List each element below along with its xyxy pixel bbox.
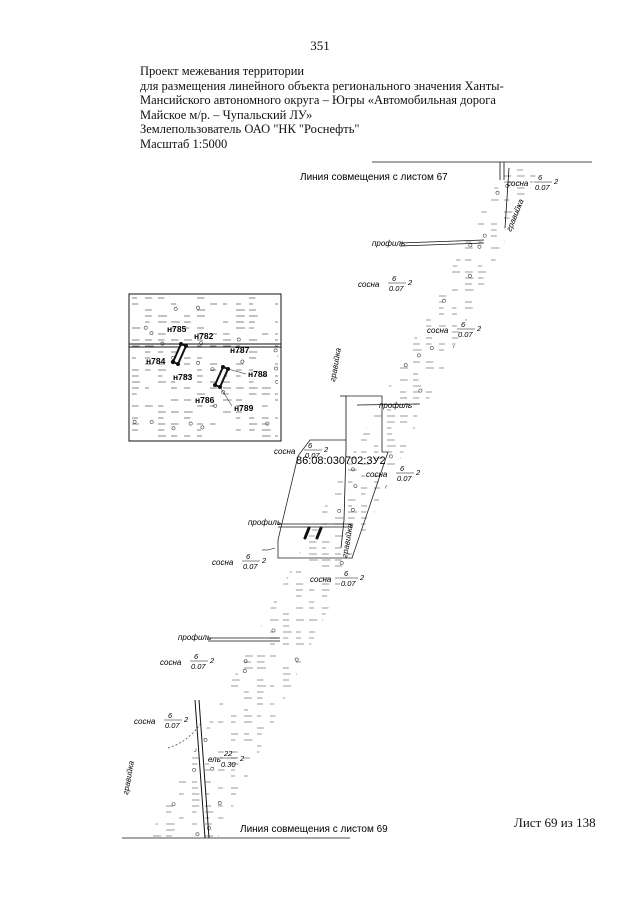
svg-text:6: 6 [400, 464, 405, 473]
top-match-line: Линия совмещения с листом 67 [300, 161, 592, 183]
svg-text:0.07: 0.07 [458, 330, 473, 339]
header-line: Масштаб 1:5000 [140, 136, 228, 151]
svg-text:сосна: сосна [427, 326, 449, 335]
svg-text:6: 6 [308, 441, 313, 450]
svg-text:сосна: сосна [358, 280, 380, 289]
road-label: профиль [178, 633, 211, 642]
inset-point-label: н783 [173, 372, 193, 382]
svg-text:6: 6 [168, 711, 173, 720]
svg-text:2: 2 [359, 573, 365, 582]
gravel-label: гравийка [121, 760, 136, 796]
svg-text:6: 6 [194, 652, 199, 661]
svg-text:2: 2 [239, 754, 245, 763]
svg-text:сосна: сосна [134, 717, 156, 726]
svg-text:0.07: 0.07 [305, 451, 320, 460]
svg-text:2: 2 [476, 324, 482, 333]
svg-text:0.07: 0.07 [341, 579, 356, 588]
stand-annotation: сосна 6 0.07 2 [427, 320, 482, 339]
road-label: профиль [379, 401, 412, 410]
stand-annotation: сосна 6 0.07 2 [160, 652, 215, 671]
stand-annotation-spruce: ель 22 0.30 2 [208, 749, 245, 769]
allotment-markers [303, 526, 323, 540]
bottom-match-line: Линия совмещения с листом 69 [122, 824, 388, 839]
parcel-boundary [277, 395, 389, 559]
svg-text:2: 2 [261, 556, 267, 565]
page-number: 351 [310, 38, 330, 53]
svg-text:0.07: 0.07 [535, 183, 550, 192]
road-label: профиль [372, 239, 405, 248]
inset-point-label: н788 [248, 369, 268, 379]
header-line: Майское м/р. – Чупальский ЛУ» [140, 107, 313, 122]
svg-text:сосна: сосна [310, 575, 332, 584]
gravel-road [194, 167, 510, 839]
header-line: для размещения линейного объекта региона… [140, 78, 504, 93]
stand-annotation: сосна 6 0.07 2 [212, 552, 267, 571]
svg-text:сосна: сосна [366, 470, 388, 479]
svg-text:2: 2 [323, 445, 329, 454]
svg-text:6: 6 [246, 552, 251, 561]
svg-text:6: 6 [538, 173, 543, 182]
header-line: Проект межевания территории [140, 64, 305, 78]
sheet-number: Лист 69 из 138 [514, 815, 596, 830]
stand-annotation: сосна 6 0.07 2 [366, 464, 421, 483]
svg-text:0.07: 0.07 [397, 474, 412, 483]
svg-text:2: 2 [553, 177, 559, 186]
svg-text:6: 6 [392, 274, 397, 283]
svg-text:2: 2 [209, 656, 215, 665]
svg-text:0.07: 0.07 [191, 662, 206, 671]
inset-hatch-pattern [132, 297, 278, 437]
gravel-label: гравийка [328, 347, 343, 383]
inset-point-label: н785 [167, 324, 187, 334]
svg-text:сосна: сосна [160, 658, 182, 667]
gravel-label: гравийка [505, 197, 526, 233]
svg-text:0.07: 0.07 [243, 562, 258, 571]
gravel-label: гравийка [340, 523, 355, 559]
inset-point-label: н789 [234, 403, 254, 413]
parcel-id-label: 86:08:030702:3У2 [296, 455, 386, 467]
stand-annotation: сосна 6 0.07 2 [507, 173, 559, 192]
svg-text:0.07: 0.07 [165, 721, 180, 730]
svg-text:0.07: 0.07 [389, 284, 404, 293]
svg-text:2: 2 [407, 278, 413, 287]
stand-annotation: сосна 6 0.07 2 [358, 274, 413, 293]
inset-detail-map: н785 н782 н784 н787 н783 н788 н786 н789 [128, 293, 282, 442]
inset-point-label: н784 [146, 356, 166, 366]
inset-point-label: н786 [195, 395, 215, 405]
svg-text:0.30: 0.30 [221, 760, 236, 769]
bottom-edge-label: Линия совмещения с листом 69 [240, 824, 388, 835]
road-label: профиль [248, 518, 281, 527]
document-header: Проект межевания территории для размещен… [140, 64, 504, 152]
top-edge-label: Линия совмещения с листом 67 [300, 172, 448, 183]
svg-text:22: 22 [223, 749, 233, 758]
inset-point-label: н787 [230, 345, 250, 355]
svg-text:сосна: сосна [507, 179, 529, 188]
svg-text:6: 6 [344, 569, 349, 578]
svg-text:ель: ель [208, 755, 221, 764]
header-line: Мансийского автономного округа – Югры «А… [140, 93, 496, 108]
inset-point-label: н782 [194, 331, 214, 341]
svg-text:6: 6 [461, 320, 466, 329]
stand-annotation: сосна 6 0.07 2 [134, 711, 189, 730]
stand-annotation: сосна 6 0.07 2 [274, 441, 329, 460]
header-line: Землепользователь ОАО "НК "Роснефть" [140, 122, 360, 137]
svg-text:сосна: сосна [274, 447, 296, 456]
svg-text:сосна: сосна [212, 558, 234, 567]
stand-annotation: сосна 6 0.07 2 [310, 569, 365, 588]
svg-text:2: 2 [415, 468, 421, 477]
svg-text:2: 2 [183, 715, 189, 724]
profile-road-crossings [208, 239, 485, 642]
